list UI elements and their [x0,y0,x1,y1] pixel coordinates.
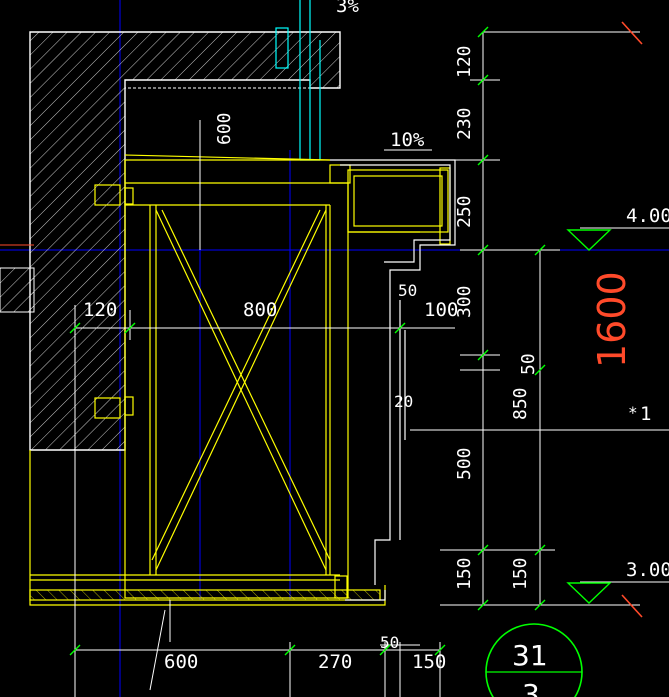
dim-right-300: 300 [454,285,475,318]
detail-number: 31 [512,639,548,672]
dim-inner-150: 150 [510,557,531,590]
red-ticks [621,21,643,618]
dim-50-bottom: 50 [380,633,399,652]
dim-right-250: 250 [454,195,475,228]
dim-right-500: 500 [454,447,475,480]
axis-mark-star: * [628,403,638,422]
slope-roof-label: 10% [390,129,425,151]
canopy-structure [29,154,451,606]
detail-tag: 31 3 [485,623,583,697]
dim-150-bottom: 150 [412,651,446,673]
dim-270: 270 [318,651,352,673]
dim-600-bottom: 600 [164,651,198,673]
dim-20: 20 [394,392,413,411]
dimension-ticks [69,26,546,656]
dim-right-120: 120 [454,45,475,78]
dim-50-mid: 50 [398,281,417,300]
dim-800: 800 [243,299,277,321]
outer-profile [330,159,456,601]
elevation-top: 4.00 [626,205,669,227]
elevation-marks [566,229,612,604]
dim-right-150: 150 [454,557,475,590]
elevation-bottom: 3.000 [626,559,669,581]
dim-inner-50: 50 [518,353,539,375]
axis-mark: 1 [640,403,651,425]
dim-100: 100 [424,299,458,321]
dim-right-230: 230 [454,107,475,140]
slope-top-label: 3% [336,0,359,17]
dimension-lines [74,31,669,697]
dim-total-1600: 1600 [590,271,634,368]
dim-600-inner: 600 [214,112,235,145]
dim-inner-850: 850 [510,387,531,420]
detail-sheet: 3 [522,678,540,697]
dim-120-left: 120 [83,299,117,321]
